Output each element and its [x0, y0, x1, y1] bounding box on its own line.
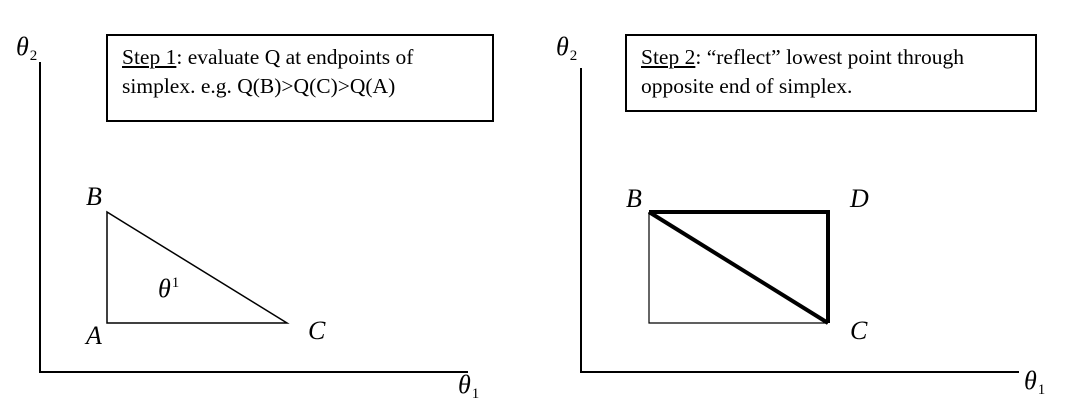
panel-2-axes — [580, 68, 1019, 373]
step-2-text-line-2: opposite end of simplex. — [641, 74, 853, 98]
reflected-simplex — [649, 210, 830, 323]
simplex-edge-bc — [647, 210, 830, 325]
panel-2-drawing — [580, 68, 1019, 373]
panel-1-axes — [39, 62, 468, 373]
x-axis-label: θ1 — [1024, 366, 1046, 398]
diagram-panel-step-2: θ2 θ1 Step 2: “reflect” lowest point thr… — [540, 0, 1080, 420]
y-axis-label: θ2 — [556, 32, 578, 64]
step-2-heading: Step 2 — [641, 45, 696, 69]
point-label-b: B — [86, 182, 102, 211]
step-1-heading: Step 1 — [122, 45, 177, 69]
point-label-c: C — [850, 316, 868, 345]
diagram-panel-step-1: θ2 θ1 Step 1: evaluate Q at endpoints of… — [16, 32, 494, 402]
panel-1-drawing — [39, 62, 468, 373]
point-label-d: D — [850, 184, 869, 213]
step-2-text-line-1: : “reflect” lowest point through — [695, 45, 965, 69]
y-axis-label: θ2 — [16, 32, 38, 64]
step-1-text-line-2: simplex. e.g. Q(B)>Q(C)>Q(A) — [122, 74, 396, 98]
point-label-c: C — [308, 316, 326, 345]
step-1-text-line-1: : evaluate Q at endpoints of — [176, 45, 414, 69]
point-label-a: A — [86, 321, 102, 350]
x-axis-label: θ1 — [458, 370, 480, 402]
centroid-label: θ1 — [158, 274, 180, 303]
step-1-note: Step 1: evaluate Q at endpoints of simpl… — [106, 34, 494, 122]
point-label-b: B — [626, 184, 642, 213]
simplex-triangle — [106, 210, 290, 324]
step-2-note: Step 2: “reflect” lowest point through o… — [625, 34, 1037, 112]
original-simplex-legs — [648, 212, 828, 324]
